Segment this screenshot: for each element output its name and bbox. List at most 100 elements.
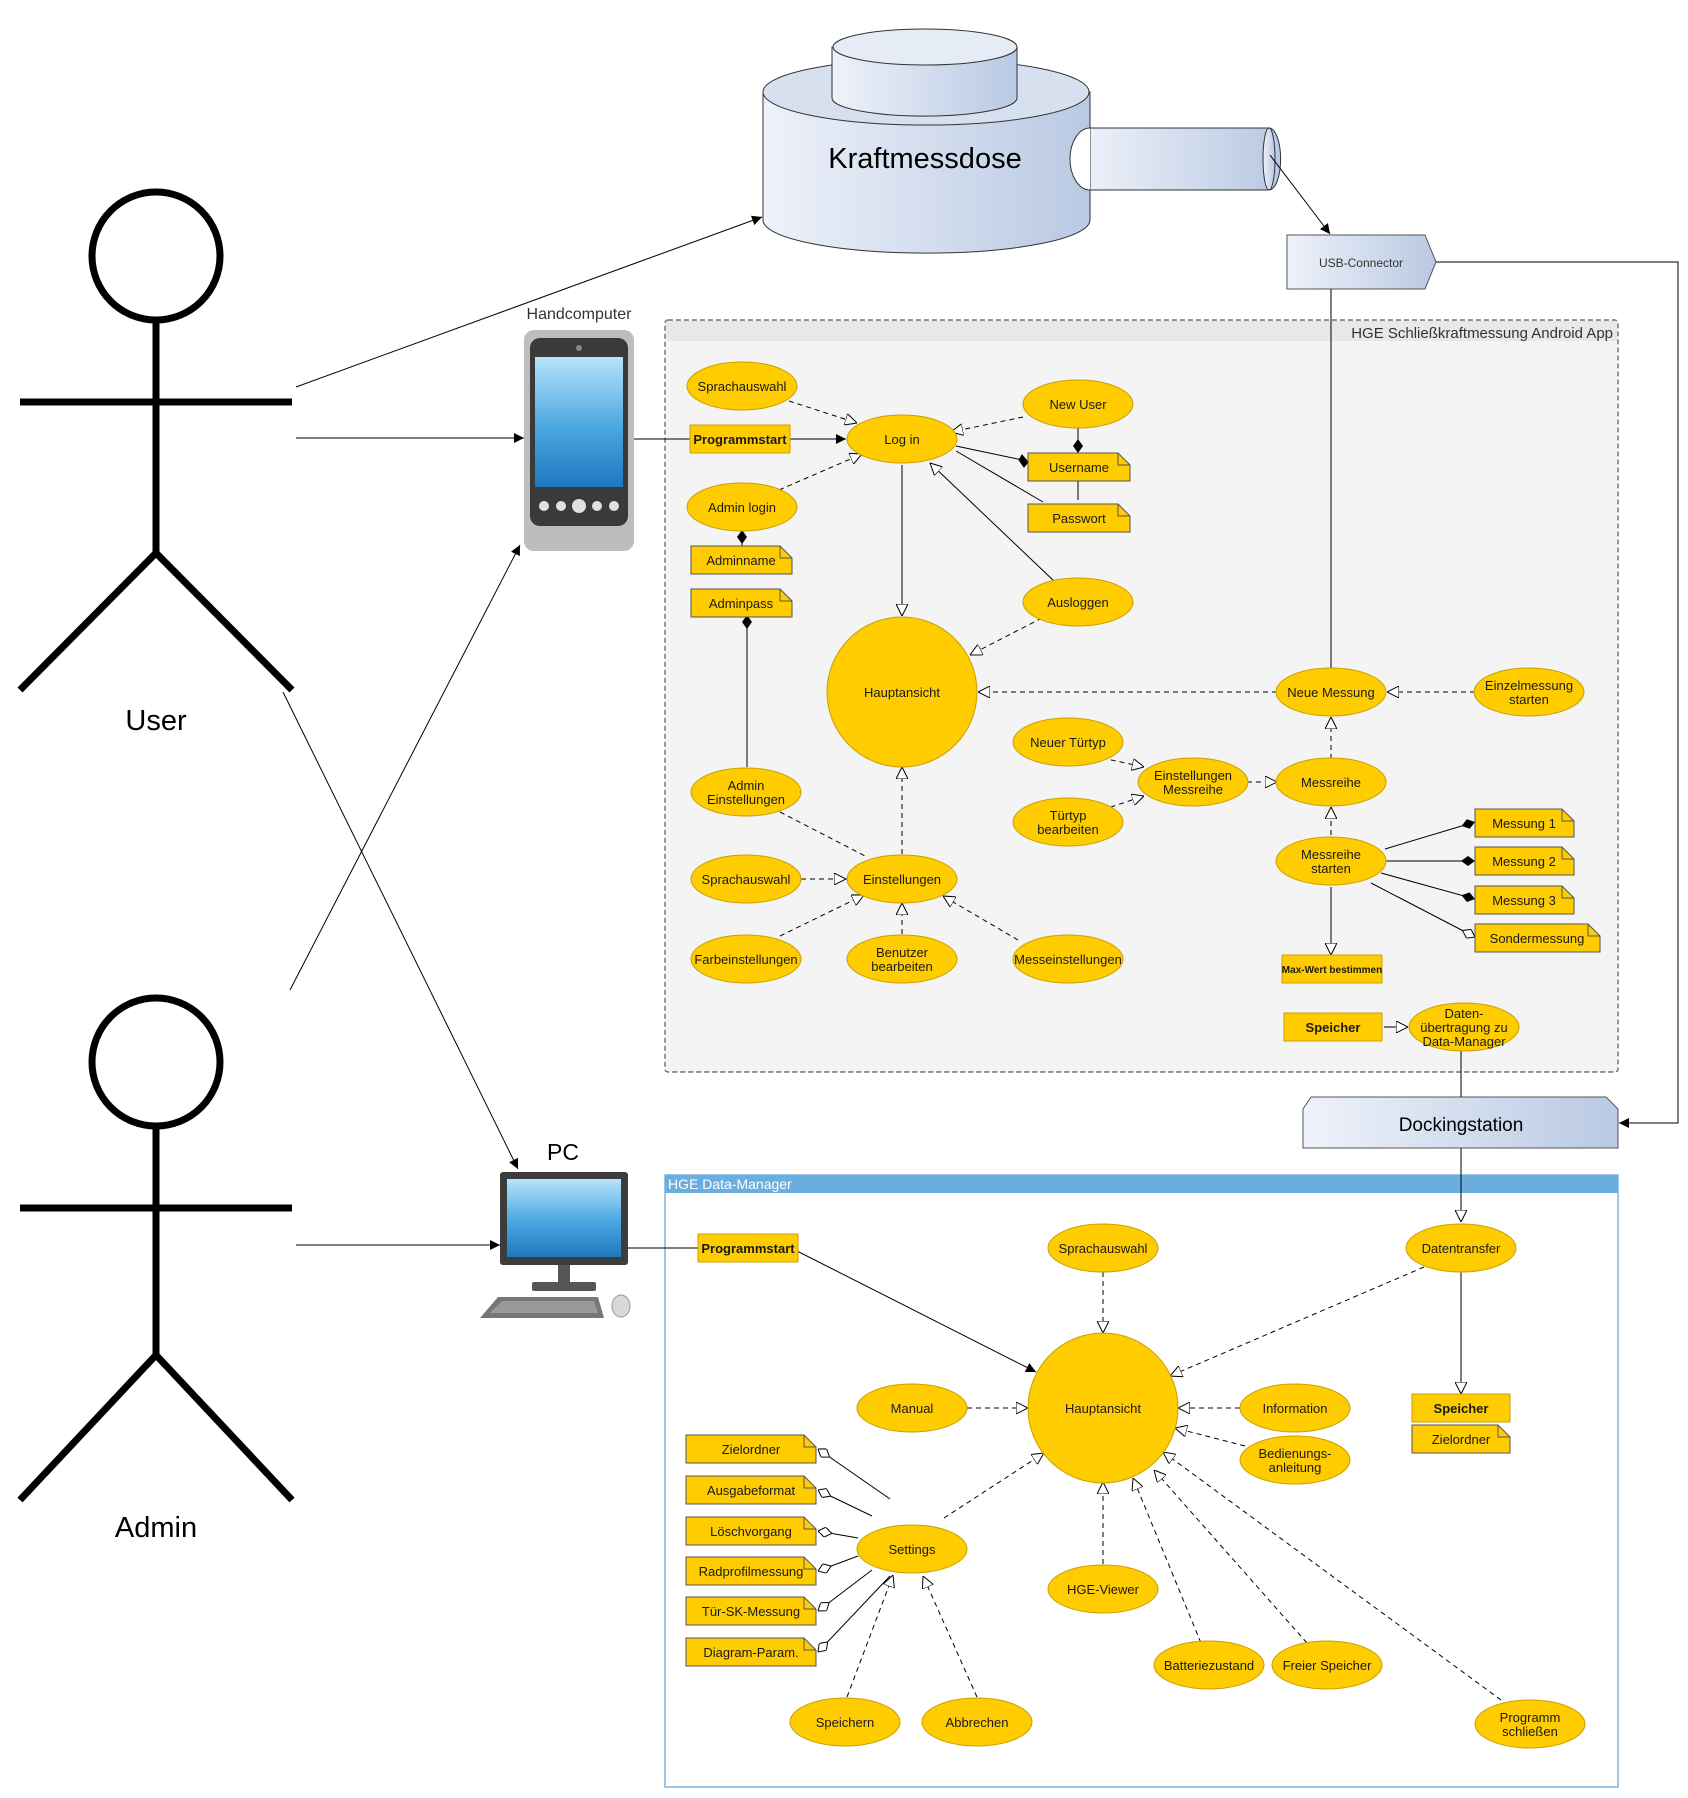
svg-text:Neuer Türtyp: Neuer Türtyp <box>1030 735 1106 750</box>
usecase-hauptansicht-app: Hauptansicht <box>826 616 978 768</box>
handcomputer-label: Handcomputer <box>527 306 633 323</box>
svg-text:Log in: Log in <box>884 432 919 447</box>
box-programmstart-dm: Programmstart <box>697 1233 799 1263</box>
actor-user <box>17 188 295 693</box>
note-tuer-sk-messung: Tür-SK-Messung <box>685 1596 817 1626</box>
svg-text:Ausgabeformat: Ausgabeformat <box>707 1483 796 1498</box>
usecase-einstellungen: Einstellungen <box>846 854 958 904</box>
svg-text:Speicher: Speicher <box>1306 1020 1361 1035</box>
svg-text:Sprachauswahl: Sprachauswahl <box>702 872 791 887</box>
note-zielordner: Zielordner <box>685 1434 817 1464</box>
svg-text:Einstellungen: Einstellungen <box>863 872 941 887</box>
usb-connector-label: USB-Connector <box>1319 256 1403 270</box>
note-zielordner-speicher: Zielordner <box>1411 1424 1511 1454</box>
usecase-sprachauswahl-dm: Sprachauswahl <box>1047 1223 1159 1273</box>
usecase-settings: Settings <box>856 1524 968 1574</box>
svg-text:Messreihe: Messreihe <box>1301 775 1361 790</box>
usecase-information: Information <box>1239 1383 1351 1433</box>
svg-text:Username: Username <box>1049 460 1109 475</box>
usecase-sprachauswahl-einst: Sprachauswahl <box>690 854 802 904</box>
svg-text:Zielordner: Zielordner <box>1432 1432 1491 1447</box>
usecase-admin-login: Admin login <box>686 482 798 532</box>
box-speicher-app: Speicher <box>1283 1012 1383 1042</box>
note-adminname: Adminname <box>690 545 793 575</box>
usecase-datentransfer: Datentransfer <box>1405 1223 1517 1273</box>
note-messung-1: Messung 1 <box>1474 808 1575 838</box>
note-messung-2: Messung 2 <box>1474 846 1575 876</box>
usecase-hauptansicht-dm: Hauptansicht <box>1027 1332 1179 1484</box>
connectors <box>282 154 1679 1701</box>
svg-text:Sprachauswahl: Sprachauswahl <box>1059 1241 1148 1256</box>
box-programmstart-app: Programmstart <box>689 424 791 454</box>
svg-text:Batteriezustand: Batteriezustand <box>1164 1658 1254 1673</box>
usecase-bedienungsanleitung: Bedienungs-anleitung <box>1239 1435 1351 1485</box>
svg-text:Information: Information <box>1262 1401 1327 1416</box>
pc-label: PC <box>547 1139 579 1165</box>
svg-text:Ausloggen: Ausloggen <box>1047 595 1108 610</box>
actor-admin <box>17 994 295 1503</box>
svg-text:Passwort: Passwort <box>1052 511 1106 526</box>
usecase-login: Log in <box>846 414 958 464</box>
svg-text:Speichern: Speichern <box>816 1715 875 1730</box>
svg-text:Hauptansicht: Hauptansicht <box>1065 1401 1141 1416</box>
usecase-messeinstellungen: Messeinstellungen <box>1012 934 1124 984</box>
svg-text:Messung 3: Messung 3 <box>1492 893 1556 908</box>
svg-text:New User: New User <box>1049 397 1107 412</box>
usecase-neuer-tuertyp: Neuer Türtyp <box>1012 717 1124 767</box>
actor-admin-label: Admin <box>115 1512 197 1544</box>
svg-text:Sprachauswahl: Sprachauswahl <box>698 379 787 394</box>
note-username: Username <box>1027 452 1131 482</box>
dm-frame: HGE Data-Manager <box>664 1174 1619 1788</box>
actor-user-label: User <box>125 705 187 737</box>
svg-text:Messung 1: Messung 1 <box>1492 816 1556 831</box>
dockingstation-label: Dockingstation <box>1399 1115 1524 1136</box>
note-loeschvorgang: Löschvorgang <box>685 1516 817 1546</box>
note-diagram-param: Diagram-Param. <box>685 1637 817 1667</box>
svg-text:Abbrechen: Abbrechen <box>946 1715 1009 1730</box>
svg-text:Manual: Manual <box>891 1401 934 1416</box>
box-speicher-dm: Speicher <box>1411 1393 1511 1423</box>
kraftmessdose: Kraftmessdose <box>762 28 1282 254</box>
note-passwort: Passwort <box>1027 503 1131 533</box>
usb-connector: USB-Connector <box>1286 234 1437 290</box>
svg-text:Löschvorgang: Löschvorgang <box>710 1524 792 1539</box>
svg-text:Zielordner: Zielordner <box>722 1442 781 1457</box>
note-adminpass: Adminpass <box>690 588 793 618</box>
svg-text:Settings: Settings <box>889 1542 936 1557</box>
usecase-sprachauswahl-app: Sprachauswahl <box>686 361 798 411</box>
svg-text:Programmstart: Programmstart <box>701 1241 795 1256</box>
svg-text:Messeinstellungen: Messeinstellungen <box>1014 952 1122 967</box>
usecase-freier-speicher: Freier Speicher <box>1271 1640 1383 1690</box>
svg-text:Neue Messung: Neue Messung <box>1287 685 1374 700</box>
dockingstation: Dockingstation <box>1302 1096 1619 1149</box>
usecase-hge-viewer: HGE-Viewer <box>1047 1564 1159 1614</box>
svg-text:Bedienungs-anleitung: Bedienungs-anleitung <box>1259 1446 1332 1475</box>
kraftmessdose-label: Kraftmessdose <box>828 143 1021 175</box>
usecase-speichern: Speichern <box>789 1697 901 1747</box>
svg-text:Tür-SK-Messung: Tür-SK-Messung <box>702 1604 800 1619</box>
svg-text:Freier Speicher: Freier Speicher <box>1283 1658 1373 1673</box>
svg-text:Programmstart: Programmstart <box>693 432 787 447</box>
svg-text:HGE-Viewer: HGE-Viewer <box>1067 1582 1140 1597</box>
dm-title: HGE Data-Manager <box>668 1176 792 1192</box>
box-max-wert: Max-Wert bestimmen <box>1281 954 1383 984</box>
svg-text:Adminname: Adminname <box>706 553 775 568</box>
usecase-neue-messung: Neue Messung <box>1275 667 1387 717</box>
usecase-ausloggen: Ausloggen <box>1022 577 1134 627</box>
svg-text:Max-Wert bestimmen: Max-Wert bestimmen <box>1282 965 1382 976</box>
svg-text:Speicher: Speicher <box>1434 1401 1489 1416</box>
svg-text:Farbeinstellungen: Farbeinstellungen <box>694 952 797 967</box>
